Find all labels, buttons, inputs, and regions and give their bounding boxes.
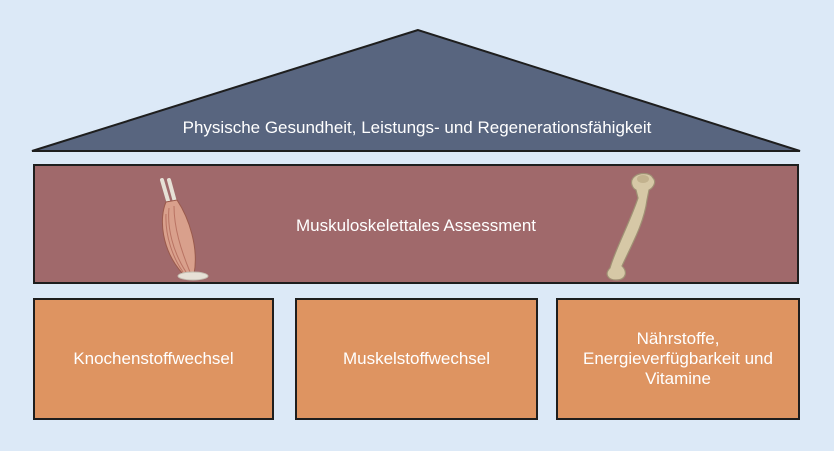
femur-bone-icon [606, 172, 656, 281]
pillar-label: Muskelstoffwechsel [342, 349, 491, 368]
roof-shape [31, 28, 801, 152]
pillar-label: Nährstoffe, Energieverfügbarkeit und Vit… [583, 329, 773, 388]
pillar-muscle-metabolism: Muskelstoffwechsel [295, 298, 538, 420]
beam-label: Muskuloskelettales Assessment [296, 216, 536, 235]
pillar-label: Knochenstoffwechsel [73, 349, 234, 368]
muscle-icon [160, 178, 209, 281]
pillar-nutrients: Nährstoffe, Energieverfügbarkeit und Vit… [556, 298, 800, 420]
pillar-bone-metabolism: Knochenstoffwechsel [33, 298, 274, 420]
roof-label: Physische Gesundheit, Leistungs- und Reg… [182, 118, 652, 137]
assessment-beam: Muskuloskelettales Assessment [33, 164, 799, 284]
